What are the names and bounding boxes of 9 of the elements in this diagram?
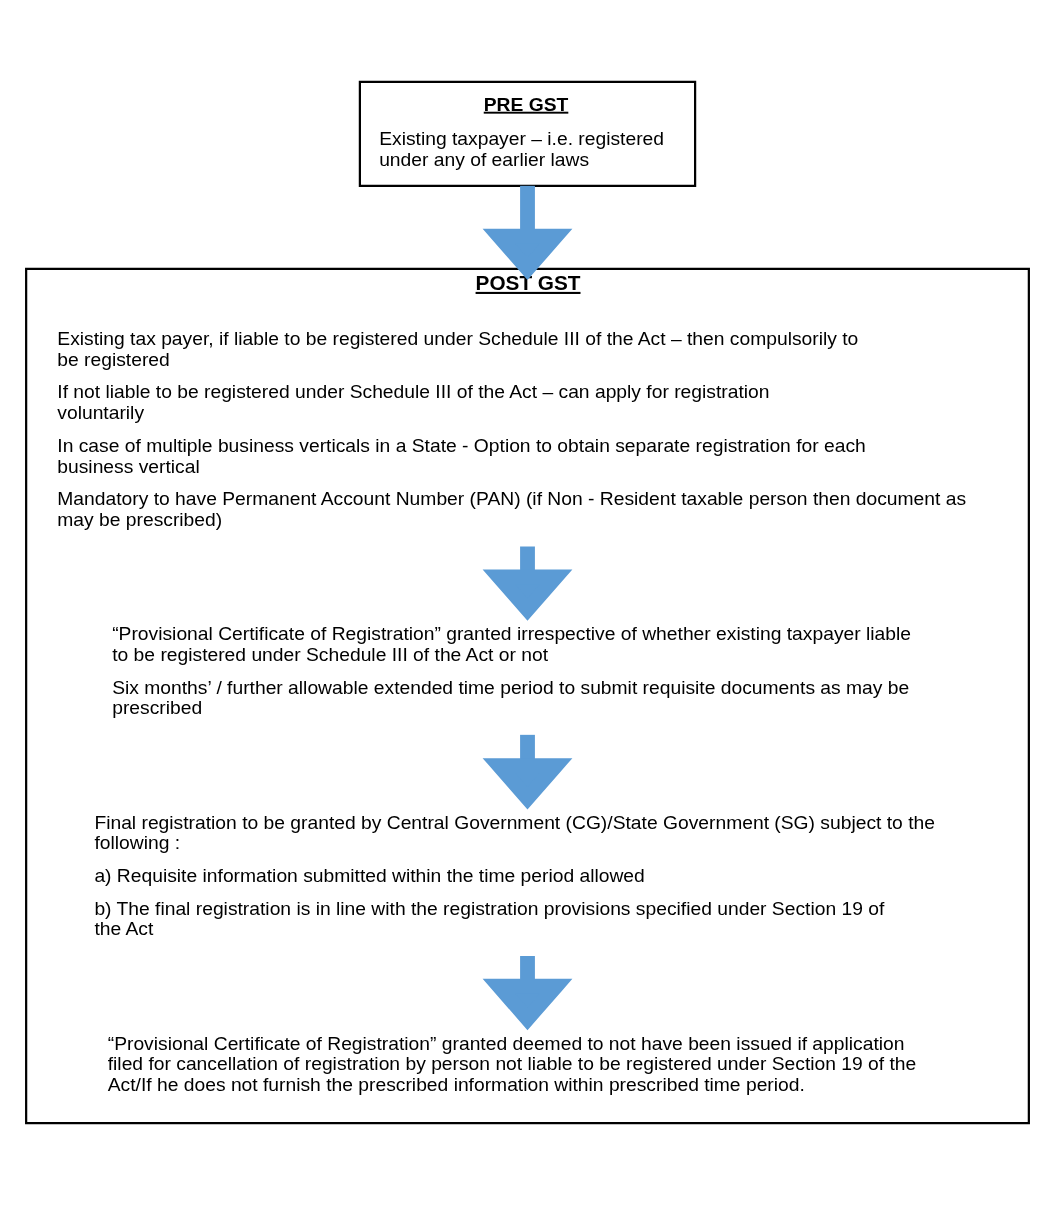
node-box: PRE GST Existing taxpayer – i.e. registered under any of earlier laws: [358, 80, 697, 187]
node-text: “Provisional Certificate of Registration” granted irrespective of whether existing taxpayer liable to be registered under Schedule III of the Act or not Six months’ / further allowable extended time period to submit requisite documents as may be prescribed: [112, 623, 912, 719]
node-text: “Provisional Certificate of Registration” granted deemed to not have been issued if application filed for cancellation of registration by person not liable to be registered under Section 19 of the Act/If he does not furnish the prescribed information within prescribed time period.: [107, 1032, 917, 1096]
arrow: [482, 546, 573, 621]
arrow: [482, 956, 573, 1031]
node-text: Final registration to be granted by Central Government (CG)/State Government (SG) subject to the following : a) Requisite information submitted within the time period allowed b) The final registration is in line with the registration provisions specified under Section 19 of the Act: [94, 811, 935, 940]
node-text: Existing tax payer, if liable to be registered under Schedule III of the Act – then compulsorily to be registered If not liable to be registered under Schedule III of the Act – can apply for registration voluntarily In case of multiple business verticals in a State - Option to obtain separate registration for each business vertical Mandatory to have Permanent Account Number (PAN) (if Non - Resident taxable person then document as may be prescribed): [57, 328, 967, 531]
arrow: [482, 185, 573, 281]
arrow: [482, 734, 573, 810]
